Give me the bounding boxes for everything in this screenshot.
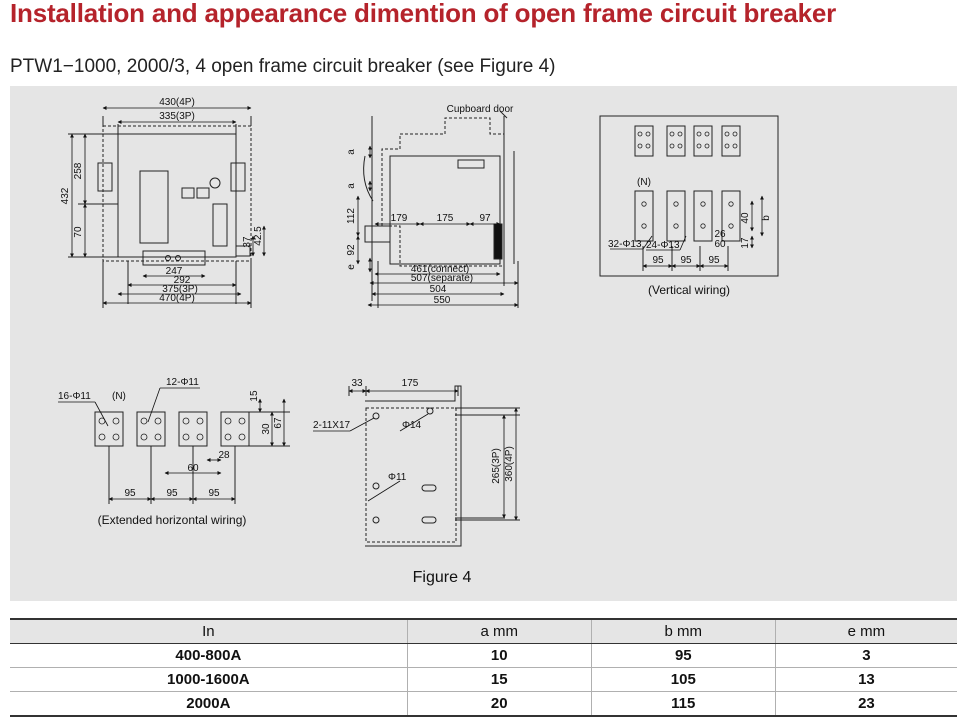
horizontal-wiring-drawing (94, 411, 290, 504)
dim-label: 28 (218, 450, 230, 461)
side-view-dimensions (356, 145, 519, 307)
dim-label: Φ14 (402, 420, 422, 431)
dim-label: 95 (208, 488, 220, 499)
dim-label: b (761, 215, 772, 221)
horizontal-wiring-holes (98, 417, 246, 441)
page-subtitle: PTW1−1000, 2000/3, 4 open frame circuit … (10, 56, 556, 77)
column-header: b mm (590, 618, 776, 644)
table-cell: 20 (406, 691, 592, 717)
dim-label: 92 (346, 244, 357, 256)
side-view-labels: Cupboard door a a 112 92 e 179 175 97 46… (346, 104, 514, 306)
dim-label: 179 (391, 213, 408, 224)
dim-label: 470(4P) (159, 293, 195, 304)
holes-label: 12-Φ11 (166, 377, 199, 388)
dim-label: 70 (73, 226, 84, 238)
column-header: e mm (774, 618, 957, 644)
table-cell: 400-800A (10, 643, 408, 668)
front-view-labels: 430(4P) 335(3P) 432 258 70 37 42.5 247 2… (60, 97, 264, 304)
table-cell: 10 (406, 643, 592, 668)
table-cell: 105 (590, 667, 776, 692)
dim-label: a (346, 149, 357, 155)
holes-label: 32-Φ13 (608, 239, 642, 250)
dim-label: 335(3P) (159, 111, 195, 122)
dim-label: 95 (708, 255, 720, 266)
table-row: 2000A 20 115 23 (10, 691, 957, 717)
horizontal-wiring-dimensions (58, 387, 286, 501)
dim-label: 360(4P) (504, 446, 515, 482)
dim-label: 15 (249, 390, 260, 402)
dim-label: 507(separate) (411, 273, 473, 284)
front-view-drawing (68, 116, 252, 308)
table-cell: 95 (590, 643, 776, 668)
dim-label: 95 (652, 255, 664, 266)
vertical-wiring-dimensions (610, 195, 764, 268)
column-header: a mm (406, 618, 592, 644)
table-row: 400-800A 10 95 3 (10, 643, 957, 668)
dim-label: 175 (437, 213, 454, 224)
dim-label: 247 (166, 266, 183, 277)
table-cell: 1000-1600A (10, 667, 408, 692)
figure-caption: Figure 4 (413, 569, 472, 586)
dim-label: 67 (273, 417, 284, 429)
dim-label: Φ11 (388, 472, 407, 483)
dim-label: 60 (187, 463, 199, 474)
dim-label: 95 (680, 255, 692, 266)
table-cell: 3 (774, 643, 957, 668)
dim-label: 375(3P) (162, 284, 198, 295)
cutout-view-drawing (348, 385, 520, 547)
front-view-dimensions (70, 106, 266, 305)
dim-label: 97 (479, 213, 491, 224)
dim-label: 95 (124, 488, 136, 499)
vertical-wiring-labels: (N) 32-Φ13 24-Φ13 26 60 40 b 17 95 95 95… (608, 177, 772, 297)
dim-label: 17 (740, 237, 751, 249)
dim-label: 432 (60, 187, 71, 204)
vertical-wiring-caption: (Vertical wiring) (648, 283, 730, 297)
dim-label: 2-11X17 (313, 420, 351, 431)
dim-label: 175 (402, 378, 419, 389)
table-cell: 2000A (10, 691, 408, 717)
cutout-view-labels: 33 175 2-11X17 Φ14 Φ11 265(3P) 360(4P) (313, 378, 515, 484)
table-cell: 13 (774, 667, 957, 692)
dim-label: 461(connect) (411, 264, 469, 275)
table-cell: 15 (406, 667, 592, 692)
cutout-view-dimensions (313, 389, 518, 521)
dim-label: e (346, 264, 357, 270)
vertical-wiring-holes (637, 131, 738, 229)
holes-label: 16-Φ11 (58, 391, 91, 402)
dim-label: 26 (714, 229, 726, 240)
dim-label: 430(4P) (159, 97, 195, 108)
table-cell: 23 (774, 691, 957, 717)
table-header-row: In a mm b mm e mm (10, 618, 957, 644)
dim-label: 37 (242, 236, 253, 248)
table-row: 1000-1600A 15 105 13 (10, 667, 957, 692)
cupboard-door-label: Cupboard door (447, 104, 514, 115)
dim-label: 95 (166, 488, 178, 499)
dim-label: 60 (714, 239, 726, 250)
holes-label: 24-Φ13 (646, 240, 680, 251)
dim-label: 265(3P) (491, 448, 502, 484)
vertical-wiring-drawing (599, 115, 779, 277)
column-header: In (10, 618, 408, 644)
dim-label: 292 (174, 275, 191, 286)
dim-label: 42.5 (253, 226, 264, 246)
dim-label: 112 (346, 208, 357, 224)
neutral-label: (N) (112, 391, 126, 402)
horizontal-wiring-caption: (Extended horizontal wiring) (98, 513, 247, 527)
neutral-label: (N) (637, 177, 651, 188)
dim-label: 40 (740, 212, 751, 224)
spec-table: In a mm b mm e mm 400-800A 10 95 3 1000-… (10, 618, 957, 717)
dim-label: 30 (261, 423, 272, 435)
dim-label: 258 (73, 162, 84, 179)
dim-label: 550 (434, 295, 451, 306)
page-title: Installation and appearance dimention of… (10, 0, 837, 28)
dim-label: 504 (430, 284, 447, 295)
horizontal-wiring-labels: 16-Φ11 (N) 12-Φ11 15 30 67 28 60 95 95 9… (58, 377, 284, 527)
side-view-drawing (363, 110, 519, 308)
table-cell: 115 (590, 691, 776, 717)
dim-label: a (346, 183, 357, 189)
figure-panel: 430(4P) 335(3P) 432 258 70 37 42.5 247 2… (10, 86, 957, 601)
dim-label: 33 (351, 378, 363, 389)
